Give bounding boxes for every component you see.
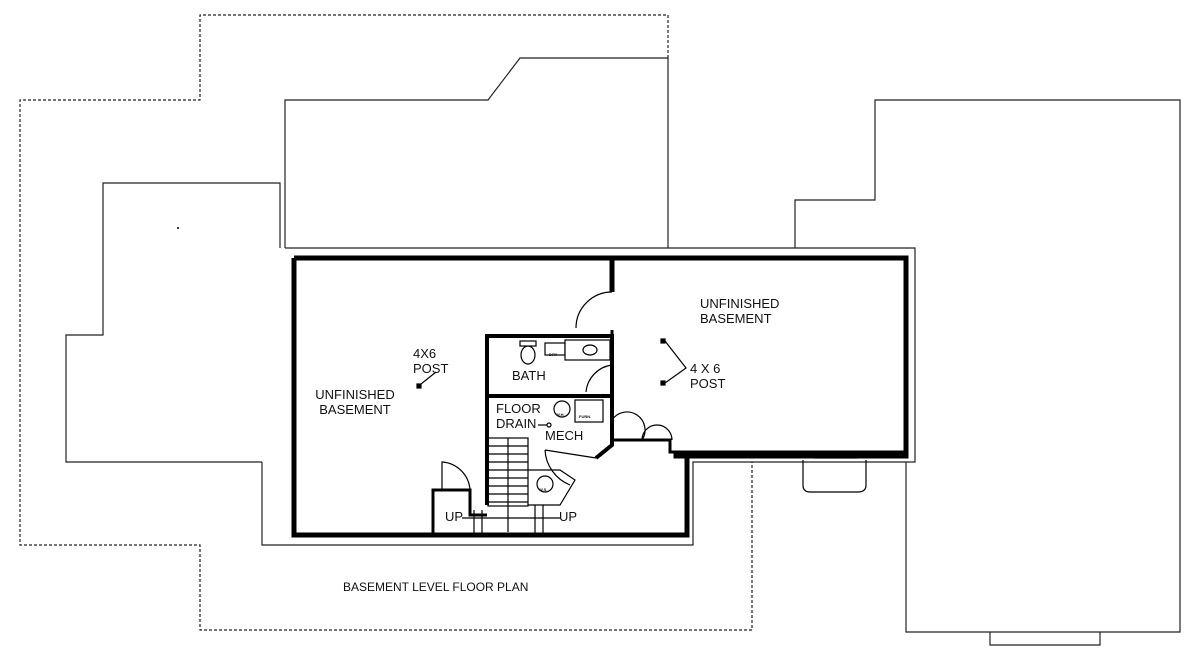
plan-title: BASEMENT LEVEL FLOOR PLAN [343, 580, 529, 594]
post-marker [416, 383, 422, 389]
sink-icon [582, 344, 598, 356]
label-line: BASEMENT [319, 402, 391, 417]
basement-walls [291, 255, 909, 538]
left-post-label: 4X6 POST [413, 346, 448, 376]
label-line: BASEMENT [700, 311, 772, 326]
water-heater-label: W.H. [556, 412, 565, 417]
label-line: POST [690, 376, 726, 391]
left-basement-label: UNFINISHED BASEMENT [300, 387, 410, 417]
post-marker [660, 380, 666, 386]
label-line: 4 X 6 [690, 361, 721, 376]
label-line: DRAIN [496, 416, 537, 431]
label-line: POST [413, 361, 449, 376]
label-line: 4X6 [413, 346, 437, 361]
floor-drain-icon [546, 422, 552, 428]
main-level-outline [65, 57, 1181, 646]
water-heater-icon [553, 400, 571, 418]
furnace-icon [574, 399, 604, 423]
upper-level-outline [19, 14, 753, 631]
window-well [802, 451, 867, 493]
right-basement-label: UNFINISHED BASEMENT [700, 296, 779, 326]
water-softener-icon [536, 475, 554, 493]
stair-up-right-label: UP [559, 509, 578, 524]
bath-label: BATH [512, 368, 546, 383]
door-swings [441, 291, 673, 491]
foundation-outline [261, 247, 916, 546]
toilet-icon [520, 345, 536, 365]
mech-label: MECH [545, 428, 584, 443]
post-marker [660, 338, 666, 344]
posts [416, 338, 687, 389]
label-line: UNFINISHED [700, 296, 780, 311]
furnace-label: FURN. [579, 414, 592, 419]
dryer-label: DRY [549, 352, 558, 357]
water-softener-label: W.S. [539, 487, 548, 492]
stair-up-left-label: UP [445, 509, 464, 524]
label-line: FLOOR [496, 401, 541, 416]
right-post-label: 4 X 6 POST [690, 361, 725, 391]
fixtures [519, 339, 611, 493]
floor-drain-label: FLOOR DRAIN [496, 401, 541, 431]
stairs [462, 437, 576, 535]
toilet-tank-icon [519, 340, 537, 347]
label-line: UNFINISHED [315, 387, 395, 402]
